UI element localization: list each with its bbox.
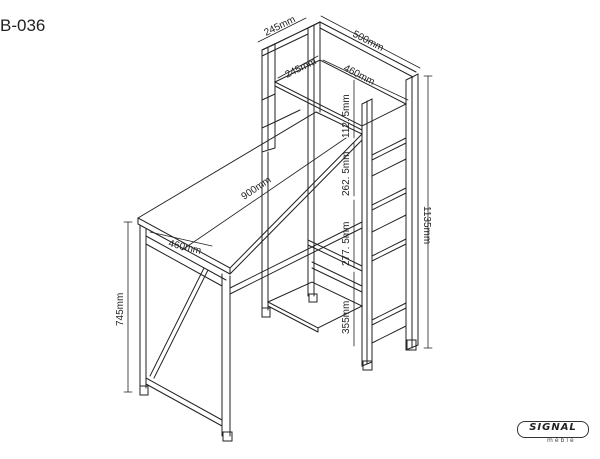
front-left-shelf-post (361, 98, 373, 371)
front-right-post (405, 73, 419, 351)
model-code: B-036 (0, 16, 46, 35)
dimension-lines (123, 15, 433, 393)
logo-outline (517, 421, 589, 438)
dim-desk-height: 745mm (115, 293, 126, 326)
dim-shelf-gap-3: 277. 5mm (341, 222, 352, 266)
dim-shelf-width: 460mm (342, 63, 377, 88)
dim-total-height: 1135mm (421, 206, 432, 244)
brand-logo: SIGNAL meble (517, 421, 589, 445)
dim-shelf-gap-2: 262. 5mm (341, 152, 352, 196)
shelf-3 (371, 187, 407, 233)
dim-desk-depth: 460mm (167, 238, 202, 257)
logo-name: SIGNAL (529, 422, 577, 433)
dim-shelf-gap-4: 355mm (341, 301, 352, 334)
desk-left-frame (139, 225, 233, 442)
rear-left-post (261, 43, 276, 153)
dim-top-depth: 245mm (262, 14, 297, 39)
top-rail (261, 21, 417, 78)
bottom-shelf (266, 261, 407, 344)
middle-posts (261, 111, 318, 318)
desk-right-frame (229, 221, 363, 295)
shelf-4 (307, 238, 407, 272)
dim-shelf-gap-1: 112. 5mm (341, 94, 352, 138)
top-shelf (261, 59, 408, 131)
dim-shelf-depth: 245mm (283, 56, 318, 81)
shelf-2 (371, 137, 407, 177)
logo-sub: meble (547, 437, 576, 444)
dim-top-width: 500mm (351, 29, 386, 54)
